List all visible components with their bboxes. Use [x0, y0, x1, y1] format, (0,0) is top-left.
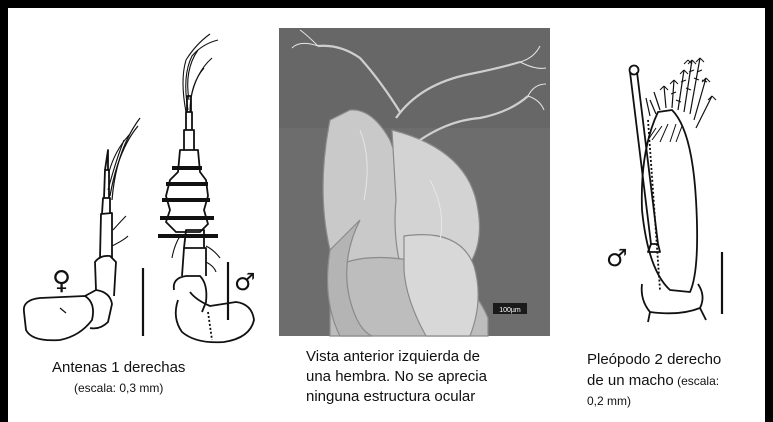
male-antenna-setae-bands — [158, 166, 218, 238]
male-antenna-aesthetascs — [171, 33, 221, 273]
pleopod-setae — [645, 57, 717, 143]
pleopod-caption-line-3: 0,2 mm) — [587, 394, 632, 408]
male-symbol-pleopod: ♂ — [606, 244, 628, 272]
pleopod-caption-main: de un macho — [587, 372, 674, 389]
sem-photo: 100µm — [279, 28, 550, 337]
sem-caption-line-1: Vista anterior izquierda de — [306, 348, 480, 365]
pleopod-caption-line-2: de un macho (escala: — [587, 371, 719, 391]
antennae-caption: Antenas 1 derechas — [52, 359, 186, 376]
sem-scale-bar-label: 100µm — [499, 307, 521, 314]
female-antenna-drawing — [22, 117, 141, 342]
pleopod-caption-scale: (escala: — [673, 374, 720, 388]
antennae-scale-caption: (escala: 0,3 mm) — [74, 381, 164, 395]
sem-caption-line-2: una hembra. No se aprecia — [306, 368, 487, 385]
male-symbol-antenna: ♂ — [234, 268, 256, 296]
pleopod-drawing — [628, 64, 707, 323]
pleopod-caption-line-1: Pleópodo 2 derecho — [587, 351, 722, 368]
female-symbol: ♀ — [52, 266, 72, 296]
sem-caption-line-3: ninguna estructura ocular — [306, 388, 476, 405]
